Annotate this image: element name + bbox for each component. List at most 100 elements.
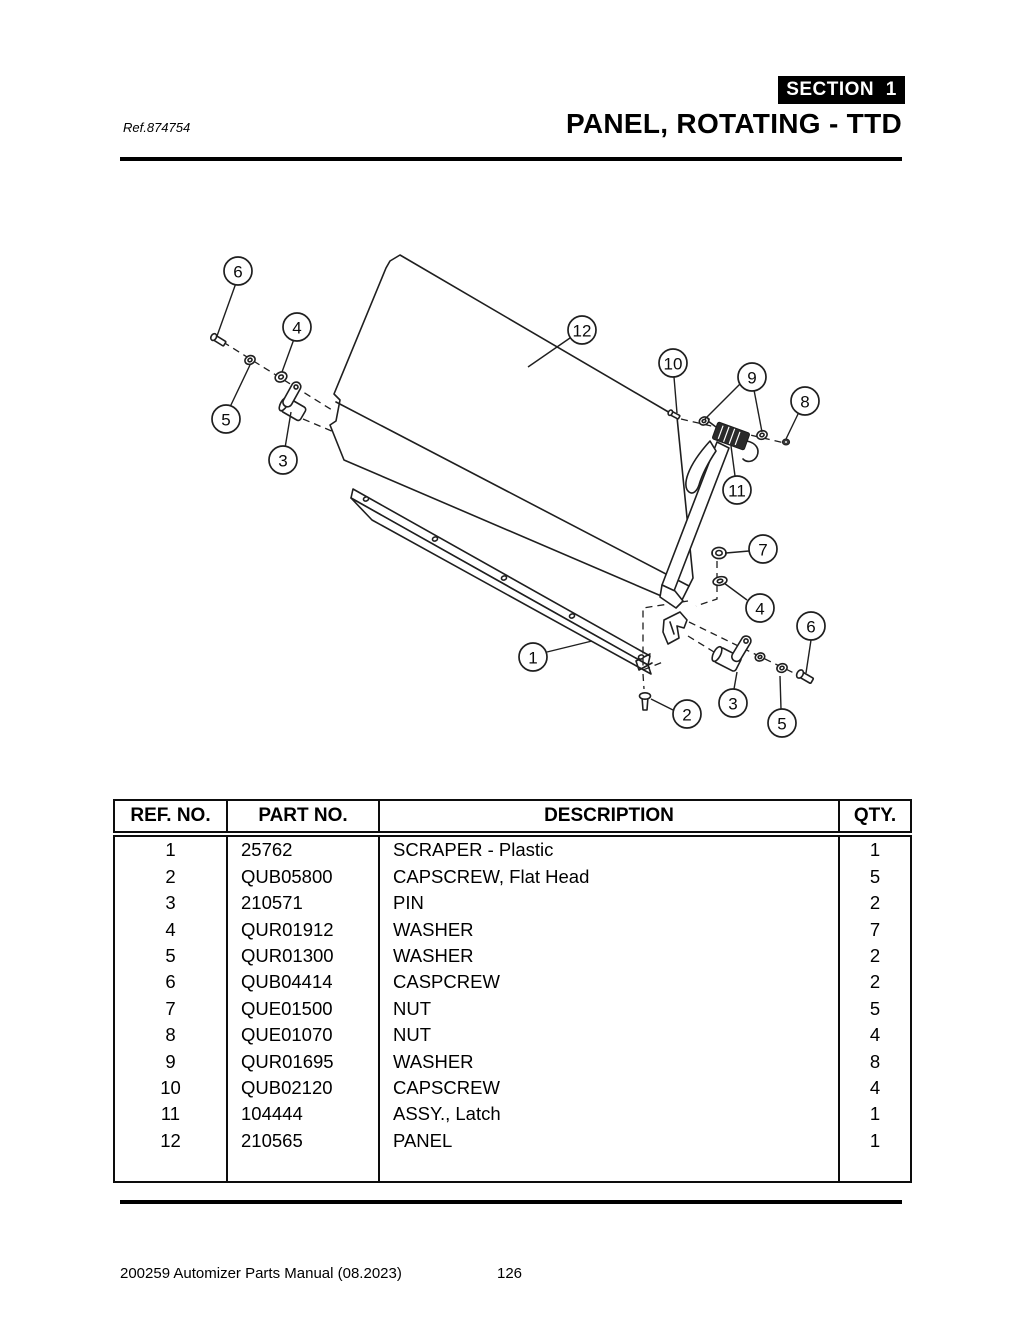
callout-leader [281, 338, 295, 373]
table-cell: 8 [113, 1022, 228, 1049]
table-cell: 6 [113, 969, 228, 996]
svg-text:12: 12 [573, 322, 592, 341]
callout-balloon-9: 9 [737, 362, 767, 392]
capscrew-2-icon [638, 691, 652, 711]
svg-text:3: 3 [728, 695, 737, 714]
page-title: PANEL, ROTATING - TTD [565, 108, 902, 139]
callout-leader [216, 282, 237, 337]
svg-text:5: 5 [777, 715, 786, 734]
table-cell: 2 [838, 969, 912, 996]
table-cell: 10 [113, 1075, 228, 1102]
table-cell: QUB02120 [226, 1075, 380, 1102]
callout-balloon-12: 12 [567, 315, 597, 345]
callout-leader [704, 383, 741, 420]
table-cell: 2 [838, 890, 912, 917]
callout-leader [805, 639, 812, 674]
table-cell: NUT [378, 995, 840, 1023]
callout-leader [650, 698, 674, 711]
svg-text:1: 1 [528, 649, 537, 668]
table-cell: QUB04414 [226, 969, 380, 996]
table-cell: QUE01070 [226, 1022, 380, 1049]
table-cell: PIN [378, 890, 840, 917]
table-cell: 5 [113, 943, 228, 970]
header-rule [120, 157, 902, 161]
callout-balloon-8: 8 [790, 386, 820, 416]
callout-leader [730, 445, 736, 477]
table-cell: QUB05800 [226, 863, 380, 891]
washer-4-lower-icon [712, 575, 728, 587]
washer-5-upper-icon [244, 354, 256, 366]
table-cell: 1 [838, 1127, 912, 1155]
callout-leader [779, 675, 782, 710]
table-cell: PANEL [378, 1127, 840, 1155]
svg-text:9: 9 [747, 369, 756, 388]
footer-page-number: 126 [497, 1265, 523, 1282]
table-cell: WASHER [378, 916, 840, 944]
svg-text:4: 4 [292, 319, 301, 338]
callout-leader [284, 411, 292, 449]
svg-text:8: 8 [800, 393, 809, 412]
washer-9-left-icon [698, 416, 710, 426]
scraper-bar [350, 488, 653, 675]
callout-balloon-5: 5 [767, 708, 797, 738]
footer-rule [120, 1200, 902, 1204]
callout-balloon-1: 1 [518, 642, 548, 672]
svg-text:10: 10 [664, 355, 683, 374]
table-cell: 7 [113, 995, 228, 1023]
col-header-ref-no: REF. NO. [113, 800, 228, 837]
svg-text:2: 2 [682, 706, 691, 725]
table-cell: CAPSCREW, Flat Head [378, 863, 840, 891]
table-cell: 7 [838, 916, 912, 944]
svg-text:11: 11 [728, 482, 746, 501]
nut-7-icon [711, 546, 727, 560]
callout-balloon-2: 2 [672, 699, 702, 729]
table-cell: 2 [838, 943, 912, 970]
callout-leader [733, 671, 738, 690]
callout-leader [753, 389, 763, 433]
pin-3-lower-icon [711, 635, 752, 672]
capscrew-6-upper-icon [209, 332, 227, 347]
pin-3-upper-icon [278, 381, 307, 422]
table-cell: WASHER [378, 943, 840, 970]
table-cell: 8 [838, 1048, 912, 1076]
reference-number: Ref.874754 [123, 120, 191, 135]
svg-text:7: 7 [758, 541, 767, 560]
callout-balloon-3: 3 [718, 688, 748, 718]
callout-leader [785, 411, 800, 440]
capscrew-10-icon [667, 409, 681, 420]
svg-text:6: 6 [806, 618, 815, 637]
table-cell: CASPCREW [378, 969, 840, 996]
table-cell: CAPSCREW [378, 1075, 840, 1102]
table-cell: 4 [838, 1022, 912, 1049]
callout-balloon-3: 3 [268, 445, 298, 475]
table-cell: 4 [838, 1075, 912, 1102]
table-filler-row [113, 1154, 912, 1182]
table-cell: WASHER [378, 1048, 840, 1076]
table-cell: 210571 [226, 890, 380, 917]
washer-9-right-icon [756, 429, 768, 441]
washer-4-upper-icon [274, 371, 288, 383]
table-header-row: REF. NO. PART NO. DESCRIPTION QTY. [113, 800, 912, 837]
table-cell: 25762 [226, 834, 380, 864]
table-cell: 1 [113, 834, 228, 864]
callout-leader [229, 364, 251, 408]
callout-balloon-11: 11 [722, 475, 752, 505]
table-cell: 1 [838, 834, 912, 864]
table-cell: 9 [113, 1048, 228, 1076]
washer-5-lower-icon [776, 662, 788, 674]
callout-leader [546, 640, 593, 653]
callout-leader [527, 337, 571, 368]
svg-text:3: 3 [278, 452, 287, 471]
capscrew-6-lower-icon [795, 669, 814, 684]
